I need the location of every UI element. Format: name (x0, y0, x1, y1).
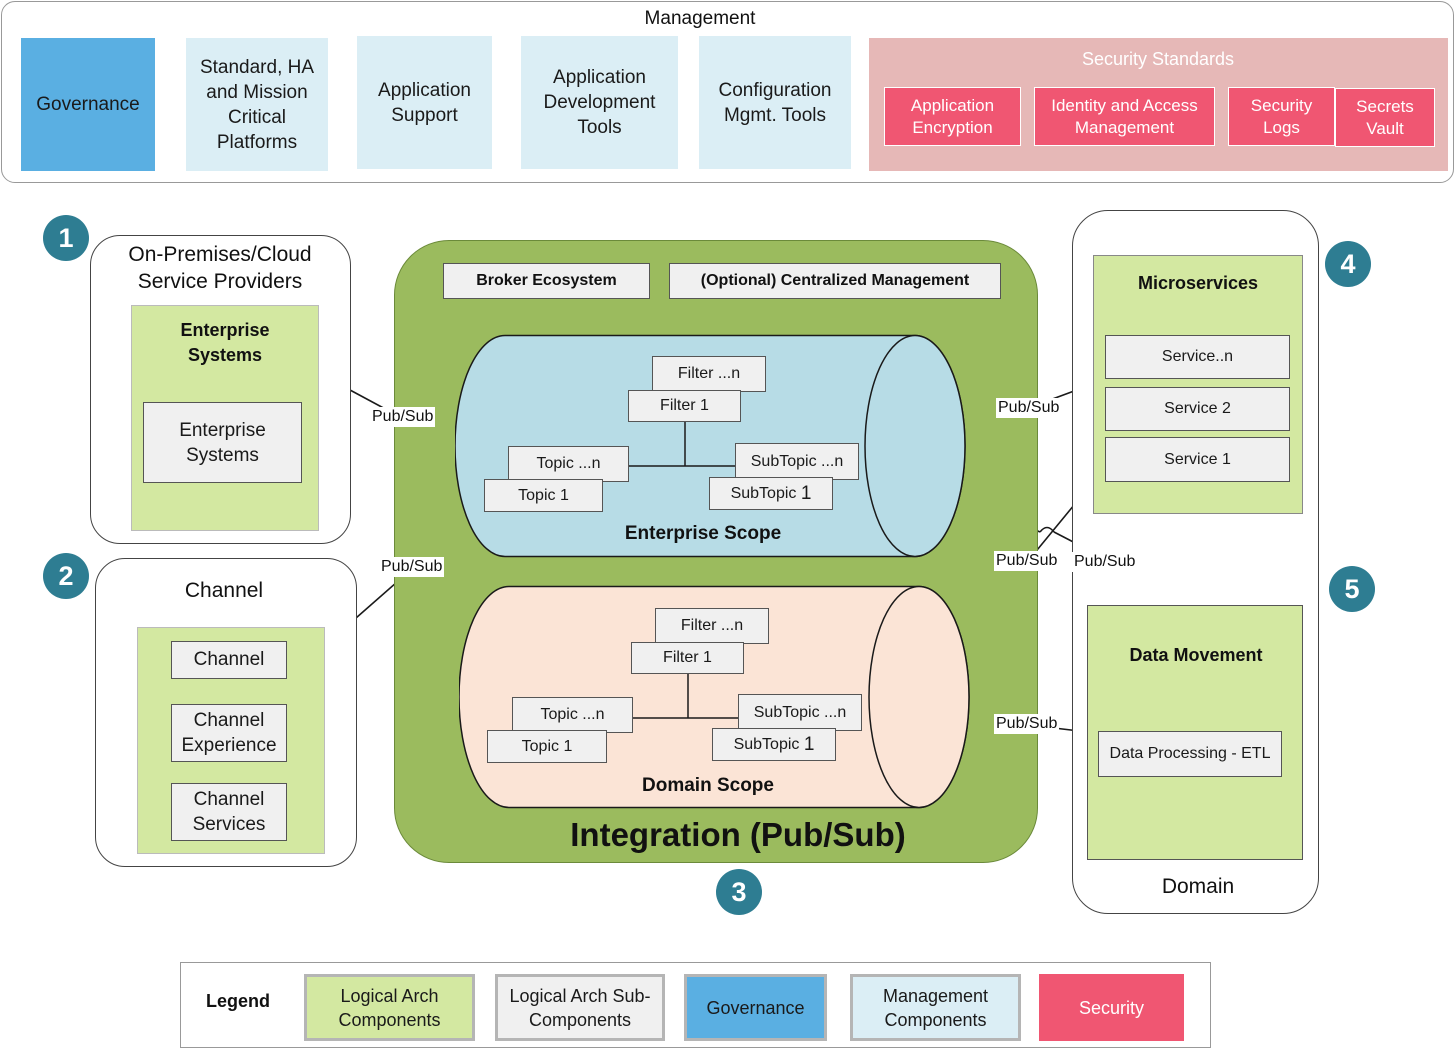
channel-title: Channel (184, 579, 264, 602)
data-processing-etl-item: Data Processing - ETL (1098, 731, 1282, 777)
channel-services-item: Channel Services (171, 783, 287, 841)
pubsub-label-domain-to-micro: Pub/Sub (994, 551, 1060, 571)
service-2-item: Service 2 (1105, 387, 1290, 431)
domain-topic-1: Topic 1 (487, 730, 607, 763)
enterprise-scope-label: Enterprise Scope (624, 523, 782, 544)
microservices-title: Microservices (1137, 272, 1259, 293)
enterprise-filter-1: Filter 1 (628, 390, 741, 422)
domain-filter-1: Filter 1 (631, 642, 744, 674)
domain-filter-n: Filter ...n (655, 608, 769, 644)
pubsub-label-channel: Pub/Sub (379, 557, 445, 577)
security-item-encryption: Application Encryption (884, 87, 1021, 146)
badge-1: 1 (43, 215, 89, 261)
integration-title: Integration (Pub/Sub) (570, 816, 906, 853)
broker-ecosystem-box: Broker Ecosystem (443, 263, 650, 299)
management-title: Management (644, 8, 756, 29)
domain-topic-n: Topic ...n (512, 697, 633, 733)
domain-subtopic-1-num: 1 (803, 733, 815, 755)
security-item-vault: Secrets Vault (1335, 88, 1435, 147)
enterprise-subtopic-1-text: SubTopic (730, 484, 801, 502)
pubsub-label-microservices: Pub/Sub (996, 398, 1062, 418)
providers-title: On-Premises/Cloud Service Providers (128, 243, 312, 293)
governance-box: Governance (21, 38, 155, 171)
centralized-management-box: (Optional) Centralized Management (669, 263, 1001, 299)
legend-logical-arch: Logical Arch Components (304, 974, 475, 1041)
channel-item: Channel (171, 641, 287, 679)
legend-title: Legend (205, 990, 270, 1011)
pubsub-label-enterprise-to-data: Pub/Sub (1072, 552, 1138, 572)
domain-subtopic-n: SubTopic ...n (738, 694, 862, 731)
enterprise-topic-1: Topic 1 (484, 479, 603, 512)
service-n-item: Service..n (1105, 335, 1290, 379)
domain-title: Domain (1161, 875, 1235, 898)
enterprise-filter-n: Filter ...n (652, 356, 766, 392)
domain-subtopic-1: SubTopic 1 (712, 728, 836, 761)
security-item-logs: Security Logs (1228, 87, 1335, 146)
enterprise-systems-group-title: Enterprise Systems (180, 320, 270, 365)
badge-2: 2 (43, 553, 89, 599)
application-support-box: Application Support (357, 36, 492, 169)
config-mgmt-box: Configuration Mgmt. Tools (699, 36, 851, 169)
security-item-iam: Identity and Access Management (1034, 87, 1215, 146)
legend-security: Security (1039, 974, 1184, 1041)
enterprise-subtopic-1-num: 1 (800, 482, 812, 504)
badge-5: 5 (1329, 566, 1375, 612)
app-dev-tools-box: Application Development Tools (521, 36, 678, 169)
data-movement-title: Data Movement (1129, 644, 1263, 665)
enterprise-systems-item: Enterprise Systems (143, 402, 302, 483)
pubsub-label-data-movement: Pub/Sub (994, 714, 1060, 734)
legend-sub-components: Logical Arch Sub-Components (495, 974, 665, 1041)
enterprise-subtopic-1: SubTopic 1 (709, 477, 833, 510)
platforms-box: Standard, HA and Mission Critical Platfo… (186, 38, 328, 171)
badge-3: 3 (716, 869, 762, 915)
domain-subtopic-1-text: SubTopic (733, 735, 804, 753)
badge-4: 4 (1325, 241, 1371, 287)
domain-scope-label: Domain Scope (642, 775, 774, 796)
pubsub-label-providers: Pub/Sub (370, 407, 436, 427)
channel-experience-item: Channel Experience (171, 704, 287, 762)
legend-governance: Governance (684, 974, 827, 1041)
security-standards-title: Security Standards (1081, 48, 1235, 69)
enterprise-topic-n: Topic ...n (508, 446, 629, 482)
service-1-item: Service 1 (1105, 437, 1290, 482)
legend-management: Management Components (850, 974, 1021, 1041)
enterprise-subtopic-n: SubTopic ...n (735, 443, 859, 480)
